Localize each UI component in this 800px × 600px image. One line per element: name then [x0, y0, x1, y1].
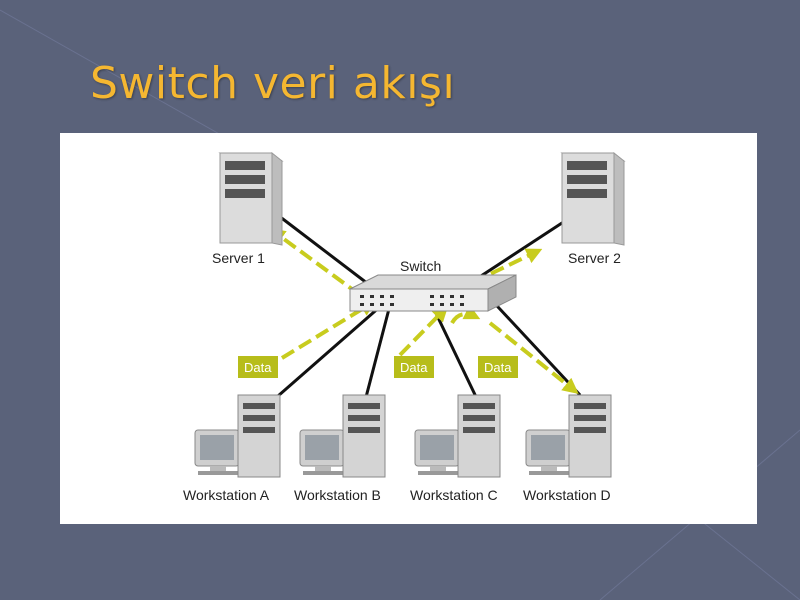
flow-arrow-switch-to-server1	[269, 228, 362, 297]
network-diagram: Server 1 Server 2 Switch	[183, 151, 626, 503]
cable-workstation-a	[269, 303, 383, 405]
server-2	[560, 151, 626, 246]
cable-workstation-b	[363, 304, 392, 402]
svg-text:Data: Data	[400, 360, 428, 375]
workstation-c	[414, 394, 501, 478]
workstation-a-label: Workstation A	[183, 487, 270, 503]
diagram-panel: Server 1 Server 2 Switch	[60, 133, 757, 524]
workstation-d	[525, 394, 612, 478]
data-tag-1: Data	[238, 356, 278, 378]
network-switch	[349, 274, 517, 312]
cable-workstation-d	[483, 291, 582, 397]
workstation-a	[194, 394, 281, 478]
workstation-d-label: Workstation D	[523, 487, 611, 503]
flow-arrow-c-to-switch	[398, 305, 449, 357]
flow-arrow-switch-to-server2	[454, 248, 543, 293]
flow-arrow-a-to-switch	[280, 300, 377, 360]
cable-server1	[274, 211, 381, 295]
svg-text:Data: Data	[484, 360, 512, 375]
server-1-label: Server 1	[212, 250, 265, 266]
workstation-c-label: Workstation C	[410, 487, 498, 503]
data-tag-2: Data	[394, 356, 434, 378]
server-1	[218, 151, 284, 246]
flow-arrow-switch-to-d	[488, 321, 579, 394]
switch-label: Switch	[400, 258, 441, 274]
svg-text:Data: Data	[244, 360, 272, 375]
workstation-b-label: Workstation B	[294, 487, 381, 503]
data-flow-arrows	[269, 228, 579, 394]
data-tag-3: Data	[478, 356, 518, 378]
flow-arrow-loop	[450, 304, 481, 325]
workstation-b	[299, 394, 386, 478]
slide-title: Switch veri akışı	[90, 58, 456, 109]
server-2-label: Server 2	[568, 250, 621, 266]
